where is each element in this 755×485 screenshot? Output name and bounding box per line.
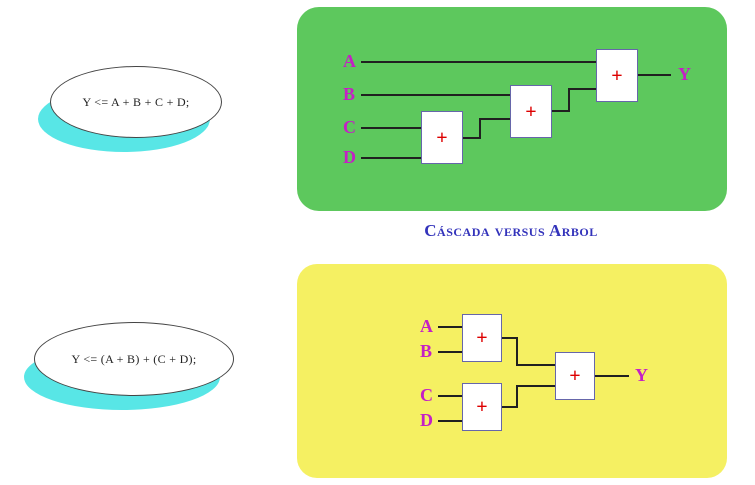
cascade-expression-bubble: Y <= A + B + C + D;: [36, 62, 236, 157]
cascade-wire-adder1-riser: [479, 118, 481, 139]
tree-wire-a: [438, 326, 462, 328]
tree-wire-ab-out: [502, 337, 518, 339]
tree-input-label-a: A: [420, 316, 433, 336]
cascade-expression-text: Y <= A + B + C + D;: [82, 94, 190, 109]
cascade-adder-3: +: [596, 49, 638, 102]
tree-input-label-d: D: [420, 410, 433, 430]
cascade-wire-d: [361, 157, 421, 159]
cascade-output-label-y: Y: [678, 64, 691, 84]
tree-wire-cd-in: [518, 385, 555, 387]
tree-expression-bubble: Y <= (A + B) + (C + D);: [24, 318, 244, 414]
plus-icon: +: [476, 327, 488, 349]
plus-icon: +: [611, 64, 623, 87]
tree-adder-ab: +: [462, 314, 502, 362]
tree-expression-text: Y <= (A + B) + (C + D);: [71, 351, 197, 366]
cascade-bubble-ellipse: Y <= A + B + C + D;: [50, 66, 222, 138]
cascade-wire-adder2-in3: [570, 88, 596, 90]
cascade-adder-1: +: [421, 111, 463, 164]
cascade-wire-b: [361, 94, 510, 96]
cascade-input-label-c: C: [343, 117, 356, 137]
cascade-wire-c: [361, 127, 421, 129]
cascade-wire-adder2-riser: [568, 88, 570, 112]
tree-adder-cd: +: [462, 383, 502, 431]
tree-wire-b: [438, 351, 462, 353]
caption: Cáscada versus Arbol: [424, 221, 598, 240]
tree-wire-d: [438, 420, 462, 422]
cascade-input-label-b: B: [343, 84, 356, 104]
tree-wire-ab-in: [518, 364, 555, 366]
tree-adder-final: +: [555, 352, 595, 400]
plus-icon: +: [436, 126, 448, 149]
plus-icon: +: [569, 365, 581, 387]
tree-output-label-y: Y: [635, 365, 648, 385]
tree-panel: A B C D + + + Y: [297, 264, 727, 478]
cascade-panel: A B C D + + + Y: [297, 7, 727, 211]
cascade-wire-adder2-out: [552, 110, 570, 112]
plus-icon: +: [525, 100, 537, 123]
tree-input-label-b: B: [420, 341, 433, 361]
cascade-wire-a: [361, 61, 596, 63]
tree-wire-c: [438, 395, 462, 397]
cascade-wire-adder1-out: [463, 137, 481, 139]
plus-icon: +: [476, 396, 488, 418]
tree-bubble-ellipse: Y <= (A + B) + (C + D);: [34, 322, 234, 396]
tree-wire-cd-riser: [516, 385, 518, 408]
cascade-wire-adder1-in2: [481, 118, 510, 120]
cascade-input-label-a: A: [343, 51, 356, 71]
cascade-adder-2: +: [510, 85, 552, 138]
tree-wire-ab-drop: [516, 337, 518, 366]
tree-wire-cd-out: [502, 406, 518, 408]
tree-wire-output: [595, 375, 629, 377]
cascade-wire-output: [638, 74, 671, 76]
cascade-input-label-d: D: [343, 147, 356, 167]
tree-input-label-c: C: [420, 385, 433, 405]
